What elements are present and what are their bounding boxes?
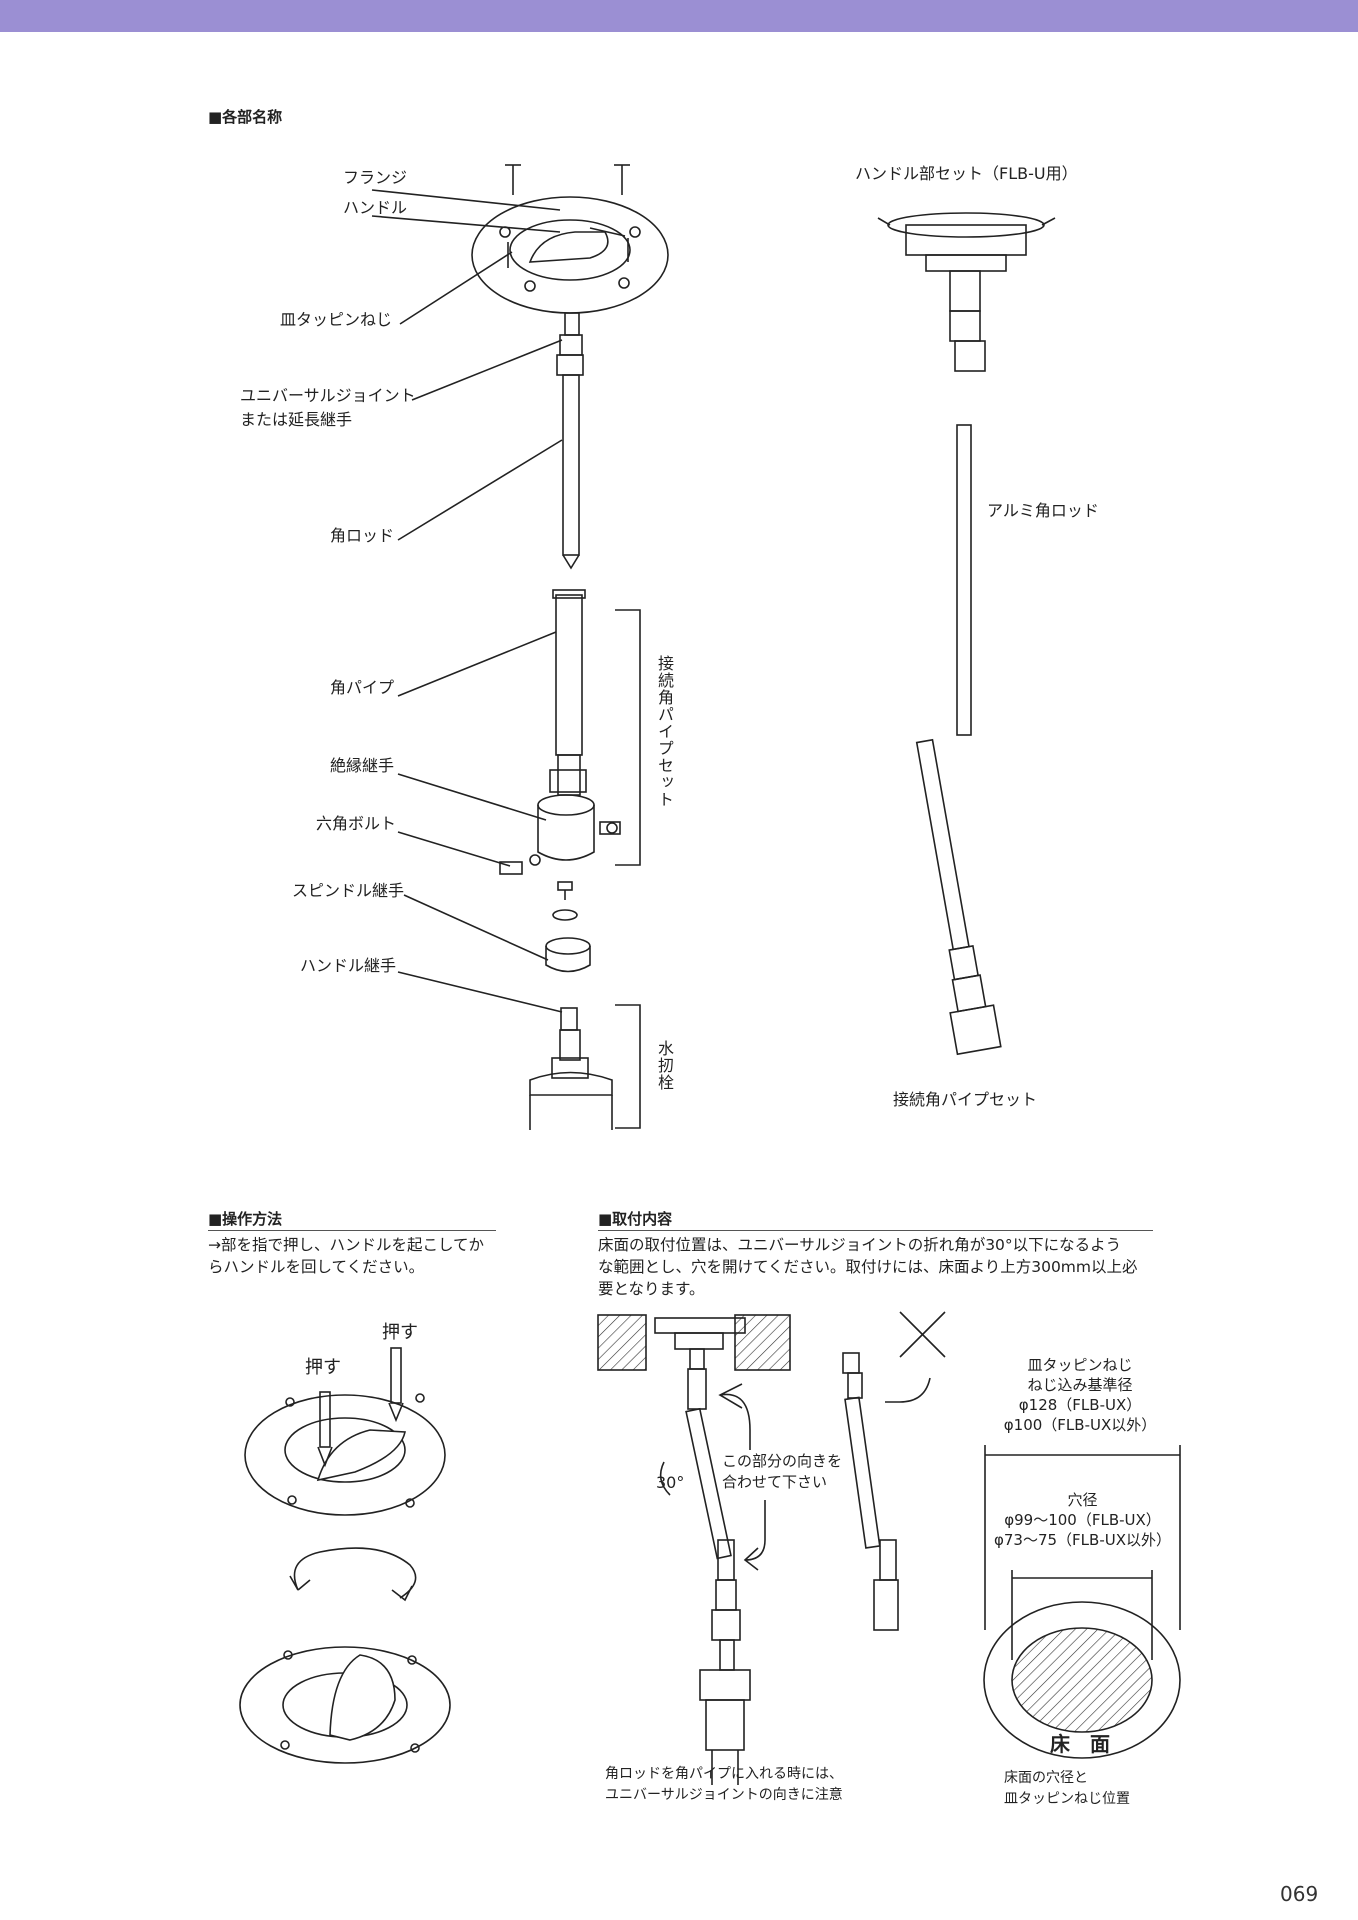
- divider: [208, 1230, 496, 1231]
- floor-caption: 床面の穴径と 皿タッピンねじ位置: [1004, 1770, 1130, 1807]
- label-handle-set: ハンドル部セット（FLB-U用）: [855, 164, 1078, 183]
- label-screw: 皿タッピンねじ: [280, 310, 393, 329]
- label-flange: フランジ: [343, 168, 408, 187]
- label-pipe-set: 接続角パイプセット: [893, 1090, 1038, 1109]
- label-push-left: 押す: [305, 1357, 341, 1378]
- label-push-right: 押す: [382, 1322, 418, 1343]
- angle-label: 30°: [656, 1473, 685, 1492]
- header-bar: [0, 0, 1358, 32]
- direction-text: この部分の向きを 合わせて下さい: [722, 1452, 843, 1491]
- label-handle-joint: ハンドル継手: [300, 956, 397, 975]
- label-extension-joint: または延長継手: [240, 410, 353, 429]
- installation-note: 角ロッドを角パイプに入れる時には、 ユニバーサルジョイントの向きに注意: [605, 1766, 843, 1803]
- label-insulated-joint: 絶縁継手: [330, 756, 395, 775]
- hole-spec: 穴径 φ99〜100（FLB-UX） φ73〜75（FLB-UX以外）: [993, 1491, 1171, 1549]
- label-square-rod: 角ロッド: [330, 526, 395, 545]
- floor-label: 床 面: [1050, 1732, 1110, 1756]
- label-aluminum-rod: アルミ角ロッド: [987, 501, 1099, 520]
- section-title-parts: ■各部名称: [208, 108, 283, 126]
- installation-text: 床面の取付位置は、ユニバーサルジョイントの折れ角が30°以下になるよう な範囲と…: [598, 1236, 1138, 1298]
- section-title-operation: ■操作方法: [208, 1210, 283, 1228]
- label-hex-bolt: 六角ボルト: [316, 814, 397, 833]
- label-square-pipe: 角パイプ: [330, 678, 395, 697]
- screw-spec: 皿タッピンねじ ねじ込み基準径 φ128（FLB-UX） φ100（FLB-UX…: [1003, 1356, 1157, 1434]
- page-number: 069: [1280, 1882, 1319, 1906]
- bracket-label-pipe-set: 接続角パイプセット: [655, 655, 674, 808]
- label-spindle-joint: スピンドル継手: [292, 881, 405, 900]
- bracket-label-faucet: 水扨栓: [655, 1040, 674, 1091]
- divider: [598, 1230, 1153, 1231]
- screw-icon: [505, 164, 630, 268]
- label-ujoint: ユニバーサルジョイント: [240, 386, 416, 405]
- section-title-installation: ■取付内容: [598, 1210, 673, 1228]
- operation-text: →部を指で押し、ハンドルを起こしてか らハンドルを回してください。: [208, 1236, 485, 1276]
- label-handle: ハンドル: [343, 198, 408, 217]
